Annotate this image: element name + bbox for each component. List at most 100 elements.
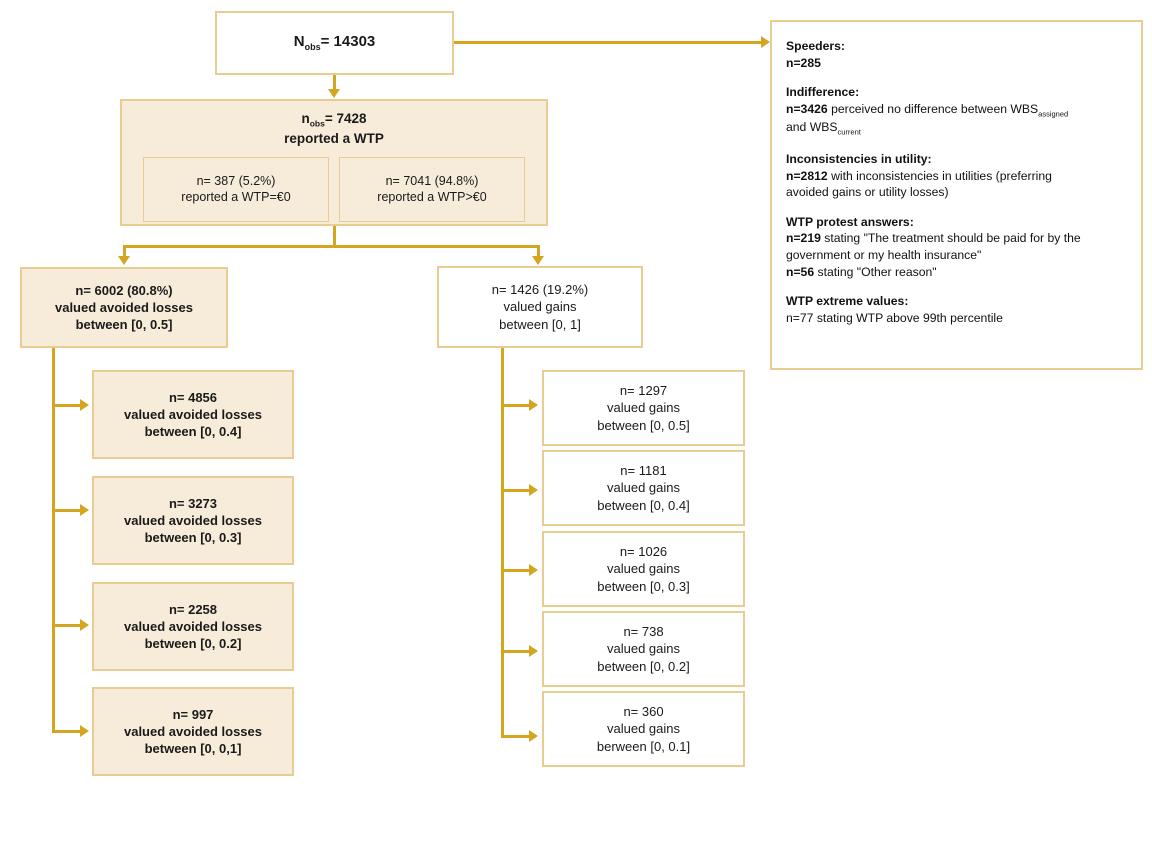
wtp-zero-line1: n= 387 (5.2%): [196, 173, 276, 188]
node-gains-leaf-01: n= 360 valued gains berween [0, 0.1]: [542, 691, 745, 767]
exclusion-group-line: n=77 stating WTP above 99th percentile: [786, 310, 1003, 325]
node-total-observations: Nobs= 14303: [215, 11, 454, 75]
total-subscript: obs: [304, 42, 321, 53]
connector-branch-left-drop: [123, 245, 126, 258]
gains-leaf-03-line1: n= 1026: [619, 544, 668, 560]
node-wtp-zero: n= 387 (5.2%) reported a WTP=€0: [143, 156, 329, 222]
gains-leaf-03-line3: between [0, 0.3]: [597, 578, 690, 594]
node-gains-head: n= 1426 (19.2%) valued gains between [0,…: [437, 266, 643, 348]
exclusion-group-title: WTP protest answers:: [786, 214, 914, 229]
connector-losses-branch-1: [52, 404, 82, 407]
connector-losses-branch-3: [52, 624, 82, 627]
gains-leaf-01-line3: berween [0, 0.1]: [596, 738, 691, 754]
wtp-value: = 7428: [324, 111, 367, 126]
wtp-subscript: obs: [309, 118, 325, 129]
exclusion-group-line: n=56 stating "Other reason": [786, 264, 937, 279]
losses-head-line3: between [0, 0.5]: [75, 317, 173, 333]
node-losses-leaf-04: n= 4856 valued avoided losses between [0…: [92, 370, 294, 459]
wtp-subbox-row: n= 387 (5.2%) reported a WTP=€0 n= 7041 …: [143, 156, 525, 222]
node-gains-leaf-02: n= 738 valued gains between [0, 0.2]: [542, 611, 745, 687]
exclusion-group-title: Speeders:: [786, 39, 845, 53]
exclusion-group-line: n=2812 with inconsistencies in utilities…: [786, 168, 1052, 183]
exclusion-group: Indifference:n=3426 perceived no differe…: [786, 84, 1129, 138]
exclusion-group: WTP protest answers: n=219 stating "The t…: [786, 214, 1129, 280]
gains-leaf-05-line2: valued gains: [607, 400, 680, 416]
connector-wtp-stem: [333, 226, 336, 247]
connector-gains-branch-5: [501, 735, 531, 738]
connector-losses-spine: [52, 348, 55, 733]
connector-gains-branch-1: [501, 404, 531, 407]
arrowhead-to-exclusions-icon: [761, 36, 770, 48]
exclusion-group: Speeders: n=285: [786, 38, 1129, 71]
exclusion-group-line: avoided gains or utility losses): [786, 185, 949, 200]
exclusion-group-line: n=219 stating "The treatment should be p…: [786, 231, 1081, 246]
gains-head-line3: between [0, 1]: [499, 316, 581, 332]
losses-head-line1: n= 6002 (80.8%): [75, 282, 173, 298]
connector-losses-branch-4: [52, 730, 82, 733]
gains-head-line1: n= 1426 (19.2%): [491, 282, 589, 298]
gains-leaf-02-line1: n= 738: [623, 624, 664, 640]
wtp-zero-line2: reported a WTP=€0: [181, 190, 291, 205]
losses-leaf-03-line3: between [0, 0.3]: [144, 530, 242, 546]
gains-leaf-02-line3: between [0, 0.2]: [597, 658, 690, 674]
node-wtp-positive: n= 7041 (94.8%) reported a WTP>€0: [339, 156, 525, 222]
gains-leaf-05-line3: between [0, 0.5]: [597, 417, 690, 433]
total-value: = 14303: [320, 33, 376, 51]
wtp-positive-line1: n= 7041 (94.8%): [385, 173, 479, 188]
node-losses-leaf-01: n= 997 valued avoided losses between [0,…: [92, 687, 294, 776]
connector-total-to-exclusions: [453, 41, 761, 44]
node-losses-leaf-02: n= 2258 valued avoided losses between [0…: [92, 582, 294, 671]
exclusion-group-line: n=285: [786, 55, 821, 70]
losses-leaf-04-line3: between [0, 0.4]: [144, 424, 242, 440]
node-reported-wtp: nobs= 7428 reported a WTP n= 387 (5.2%) …: [120, 99, 548, 226]
exclusion-group-title: Indifference:: [786, 85, 860, 100]
connector-total-to-wtp: [333, 75, 336, 91]
arrowhead-to-gains-icon: [532, 256, 544, 265]
losses-leaf-02-line2: valued avoided losses: [123, 618, 262, 634]
arrowhead-gains-3-icon: [529, 564, 538, 576]
connector-losses-branch-2: [52, 509, 82, 512]
arrowhead-losses-3-icon: [80, 619, 89, 631]
node-losses-head: n= 6002 (80.8%) valued avoided losses be…: [20, 267, 228, 348]
node-gains-leaf-04: n= 1181 valued gains between [0, 0.4]: [542, 450, 745, 526]
losses-leaf-03-line1: n= 3273: [168, 495, 218, 511]
gains-leaf-04-line2: valued gains: [607, 480, 680, 496]
wtp-positive-line2: reported a WTP>€0: [377, 190, 487, 205]
wtp-prefix: n: [301, 111, 310, 126]
gains-leaf-05-line1: n= 1297: [619, 383, 668, 399]
connector-gains-branch-4: [501, 650, 531, 653]
node-gains-leaf-05: n= 1297 valued gains between [0, 0.5]: [542, 370, 745, 446]
arrowhead-gains-2-icon: [529, 484, 538, 496]
losses-leaf-01-line3: between [0, 0,1]: [144, 741, 242, 757]
losses-head-line2: valued avoided losses: [54, 299, 193, 315]
exclusion-group-title: WTP extreme values:: [786, 294, 909, 309]
losses-leaf-02-line3: between [0, 0.2]: [144, 636, 242, 652]
node-gains-leaf-03: n= 1026 valued gains between [0, 0.3]: [542, 531, 745, 607]
losses-leaf-01-line1: n= 997: [172, 706, 214, 722]
node-losses-leaf-03: n= 3273 valued avoided losses between [0…: [92, 476, 294, 565]
gains-leaf-04-line3: between [0, 0.4]: [597, 497, 690, 513]
exclusion-group: Inconsistencies in utility:n=2812 with i…: [786, 151, 1129, 201]
arrowhead-losses-2-icon: [80, 504, 89, 516]
gains-leaf-02-line2: valued gains: [607, 641, 680, 657]
exclusion-group: WTP extreme values:n=77 stating WTP abov…: [786, 293, 1129, 326]
gains-head-line2: valued gains: [503, 299, 577, 315]
losses-leaf-02-line1: n= 2258: [168, 601, 218, 617]
total-prefix: N: [293, 33, 305, 51]
exclusion-group-line: and WBScurrent: [786, 120, 861, 137]
losses-leaf-01-line2: valued avoided losses: [123, 723, 262, 739]
arrowhead-losses-1-icon: [80, 399, 89, 411]
connector-gains-branch-2: [501, 489, 531, 492]
arrowhead-gains-4-icon: [529, 645, 538, 657]
connector-branch-right-drop: [537, 245, 540, 258]
exclusion-group-title: Inconsistencies in utility:: [786, 152, 932, 167]
connector-branch-bar: [123, 245, 540, 248]
wtp-header-line2: reported a WTP: [284, 130, 384, 146]
arrowhead-to-wtp-icon: [328, 89, 340, 98]
connector-gains-spine: [501, 348, 504, 738]
losses-leaf-03-line2: valued avoided losses: [123, 512, 262, 528]
connector-gains-branch-3: [501, 569, 531, 572]
exclusion-group-line: n=3426 perceived no difference between W…: [786, 101, 1069, 119]
